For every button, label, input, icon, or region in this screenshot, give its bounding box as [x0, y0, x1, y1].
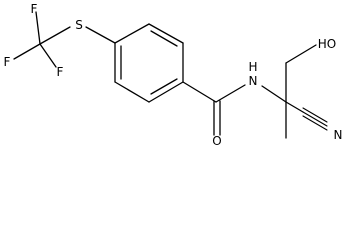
atom-f-left: F: [4, 55, 11, 69]
bond-s-ring: [85, 26, 116, 44]
bond-ring-inner-2: [150, 78, 178, 95]
bond-ring-carbonyl: [182, 81, 217, 103]
bond-nitrile-2: [302, 111, 328, 127]
atom-amide-nh-h: H: [248, 60, 257, 74]
atom-sulfur: S: [75, 18, 83, 32]
atom-oxygen: O: [212, 134, 221, 148]
bond-n-quaternary: [261, 85, 287, 103]
bond-nitrile-1: [302, 107, 328, 123]
atom-labels: F F F S O N H HO N: [4, 2, 343, 148]
bond-ring-inner-1: [150, 30, 178, 47]
bond-c-f-bottom: [39, 43, 57, 68]
bond-ring-4: [148, 81, 184, 103]
bond-c-s: [39, 26, 71, 45]
atom-f-bottom: F: [57, 65, 64, 79]
bonds: [13, 11, 328, 139]
molecule-structure: F F F S O N H HO N: [4, 2, 343, 148]
atom-amide-n: N: [249, 74, 258, 88]
atom-nitrile-n: N: [334, 128, 343, 142]
bond-carbonyl-n: [215, 84, 246, 103]
bond-ring-1: [114, 23, 150, 44]
bond-quaternary-cn: [285, 101, 304, 113]
bond-ring-2: [148, 23, 184, 44]
bond-ch2-oh: [285, 44, 317, 64]
bond-c-f-left: [13, 43, 41, 60]
atom-f-top: F: [31, 2, 38, 16]
bond-nitrile-3: [302, 115, 328, 131]
atom-hydroxyl: HO: [318, 37, 336, 51]
bond-ring-5: [114, 81, 150, 103]
bond-c-f-top: [35, 11, 41, 45]
